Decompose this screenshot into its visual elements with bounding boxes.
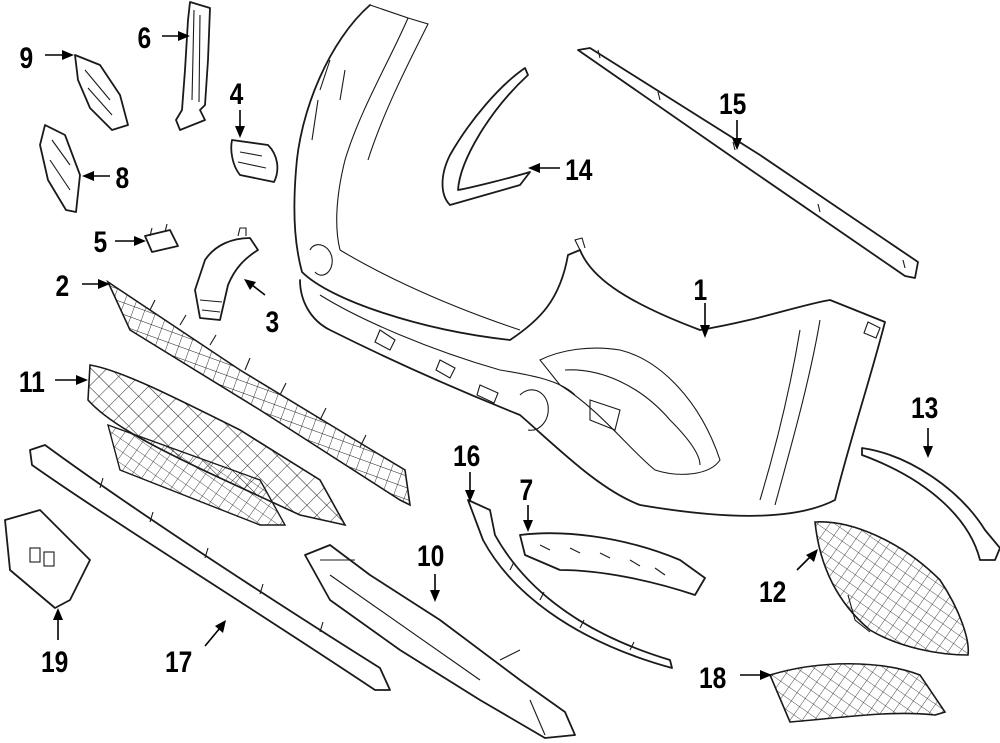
- part-7-bracket: [519, 532, 706, 596]
- part-5-clip: [144, 223, 179, 253]
- part-13-trim: [861, 447, 1000, 561]
- part-2-lower-grille: [106, 279, 412, 507]
- callout-2: 2: [56, 269, 70, 303]
- callout-15: 15: [719, 87, 746, 121]
- part-3-bracket: [194, 227, 259, 321]
- part-11-grille-mesh: [87, 364, 347, 527]
- callout-18: 18: [699, 661, 726, 695]
- callout-16: 16: [453, 439, 480, 473]
- callout-9: 9: [20, 41, 34, 75]
- callout-5: 5: [94, 225, 108, 259]
- callout-3: 3: [266, 305, 280, 339]
- callout-11: 11: [19, 365, 45, 399]
- callout-10: 10: [417, 539, 444, 573]
- part-14-trim: [441, 67, 531, 206]
- part-17-lower-lip: [29, 444, 391, 691]
- callout-14: 14: [565, 153, 593, 187]
- callout-1: 1: [694, 273, 708, 307]
- part-6-support: [175, 1, 211, 131]
- callout-4: 4: [230, 77, 244, 111]
- part-12-fog-grille: [814, 521, 970, 656]
- part-19-plate-bracket: [4, 509, 91, 609]
- part-8-cover: [39, 124, 81, 213]
- part-1-bumper-cover: [293, 4, 886, 517]
- callout-12: 12: [759, 575, 786, 609]
- callout-19: 19: [41, 645, 68, 679]
- part-16-strip: [467, 499, 673, 669]
- part-4-clip: [230, 139, 279, 183]
- part-9-cover: [74, 54, 129, 131]
- callout-17: 17: [165, 645, 192, 679]
- callout-6: 6: [138, 21, 152, 55]
- callout-7: 7: [520, 473, 534, 507]
- part-10-absorber: [304, 544, 576, 739]
- part-18-lower-piece: [768, 663, 947, 723]
- callout-8: 8: [116, 161, 130, 195]
- leader-lines: [45, 31, 933, 680]
- callout-13: 13: [911, 391, 938, 425]
- callout-labels: 1 2 3 4 5 6 7 8 9 10 11 12 13 14 15 16 1…: [19, 21, 939, 695]
- part-15-upper-trim: [577, 47, 919, 279]
